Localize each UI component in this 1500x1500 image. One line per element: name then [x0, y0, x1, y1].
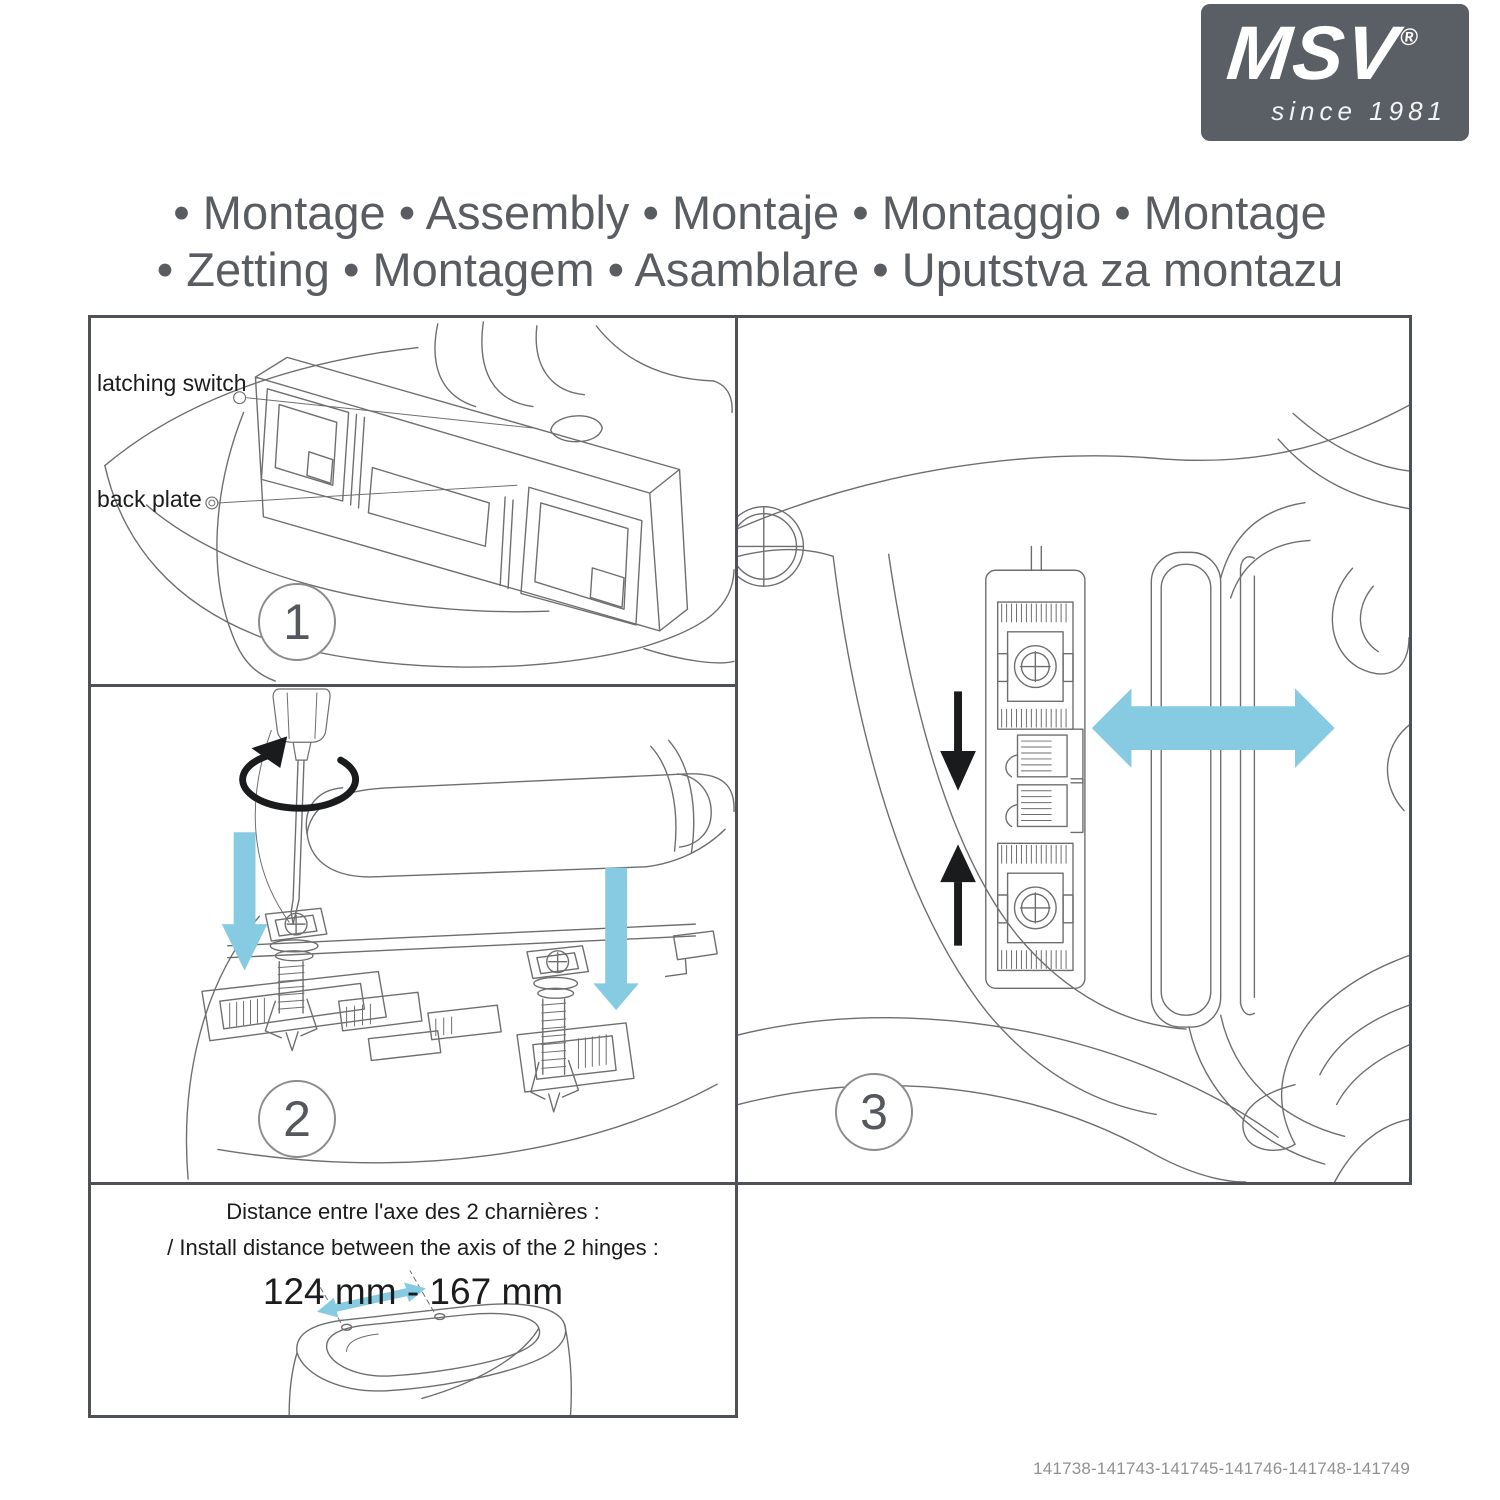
toilet-drawing — [288, 1303, 572, 1415]
step-1-drawing — [104, 321, 735, 682]
back-plate-drawing — [254, 356, 689, 632]
panel-hinge-distance: Distance entre l'axe des 2 charnières : … — [88, 1182, 738, 1418]
double-arrow-distance-icon — [316, 1282, 426, 1318]
down-arrow-head — [940, 750, 976, 791]
article-codes: 141738-141743-141745-141746-141748-14174… — [1033, 1459, 1410, 1478]
screwdriver-drawing — [254, 688, 331, 925]
back-plate-leader-line — [217, 484, 518, 504]
panel-step-2 — [88, 684, 738, 1185]
up-arrow-tail — [954, 882, 962, 946]
seat-frame-drawing — [1150, 502, 1346, 1165]
brand-logo: MSV® since 1981 — [1201, 4, 1469, 141]
double-arrow-horizontal-icon — [1091, 688, 1335, 768]
distance-text-fr: Distance entre l'axe des 2 charnières : — [226, 1199, 600, 1224]
hand-drawing — [434, 321, 733, 443]
back-plate-marker — [205, 496, 219, 510]
down-arrow-icon — [593, 867, 639, 1011]
step-1-badge: 1 — [258, 583, 336, 661]
hinge-hole-left — [340, 1323, 353, 1331]
hinge-bolt-left-drawing — [201, 907, 387, 1052]
distance-range: 124 mm - 167 mm — [262, 1271, 564, 1312]
distance-drawing — [288, 1270, 572, 1415]
step-3-badge: 3 — [835, 1073, 913, 1151]
title-line-2: • Zetting • Montagem • Asamblare • Uputs… — [156, 243, 1344, 296]
page-title: • Montage • Assembly • Montaje • Montagg… — [0, 184, 1500, 298]
label-latching-switch: latching switch — [97, 370, 247, 396]
latching-switch-marker — [233, 391, 247, 405]
hinge-bolt-right-drawing — [516, 945, 635, 1113]
brand-text: MSV — [1223, 11, 1404, 96]
hinge-axis-dashed-line-left — [316, 1280, 342, 1323]
latching-switch-leader-line — [246, 397, 536, 429]
down-arrow-icon — [954, 691, 962, 753]
step-2-badge: 2 — [258, 1080, 336, 1158]
brand-name: MSV® — [1197, 11, 1447, 96]
distance-text-en: / Install distance between the axis of t… — [167, 1235, 659, 1260]
title-line-1: • Montage • Assembly • Montaje • Montagg… — [173, 186, 1327, 239]
step-2-drawing — [185, 688, 735, 1180]
hand-bottom-drawing — [1242, 954, 1409, 1182]
brand-tagline: since 1981 — [1271, 96, 1447, 126]
hand-top-drawing — [1277, 412, 1409, 812]
panel-step-3 — [735, 315, 1412, 1185]
up-arrow-icon — [940, 844, 976, 883]
label-back-plate: back plate — [97, 486, 202, 512]
hinge-hole-right — [434, 1312, 446, 1321]
rotation-arrow-head — [251, 736, 288, 769]
back-plate-marker-inner — [208, 499, 216, 507]
registered-mark-icon: ® — [1398, 24, 1420, 51]
rotation-arrow-icon — [239, 751, 360, 812]
step-3-drawing — [738, 404, 1409, 1182]
panel-step-1: latching switch back plate — [88, 315, 738, 687]
hinge-axis-dashed-line-right — [409, 1270, 435, 1313]
mounting-plate-drawing — [985, 545, 1086, 990]
latch-mechanism-drawing — [337, 991, 502, 1062]
down-arrow-icon — [221, 832, 268, 971]
